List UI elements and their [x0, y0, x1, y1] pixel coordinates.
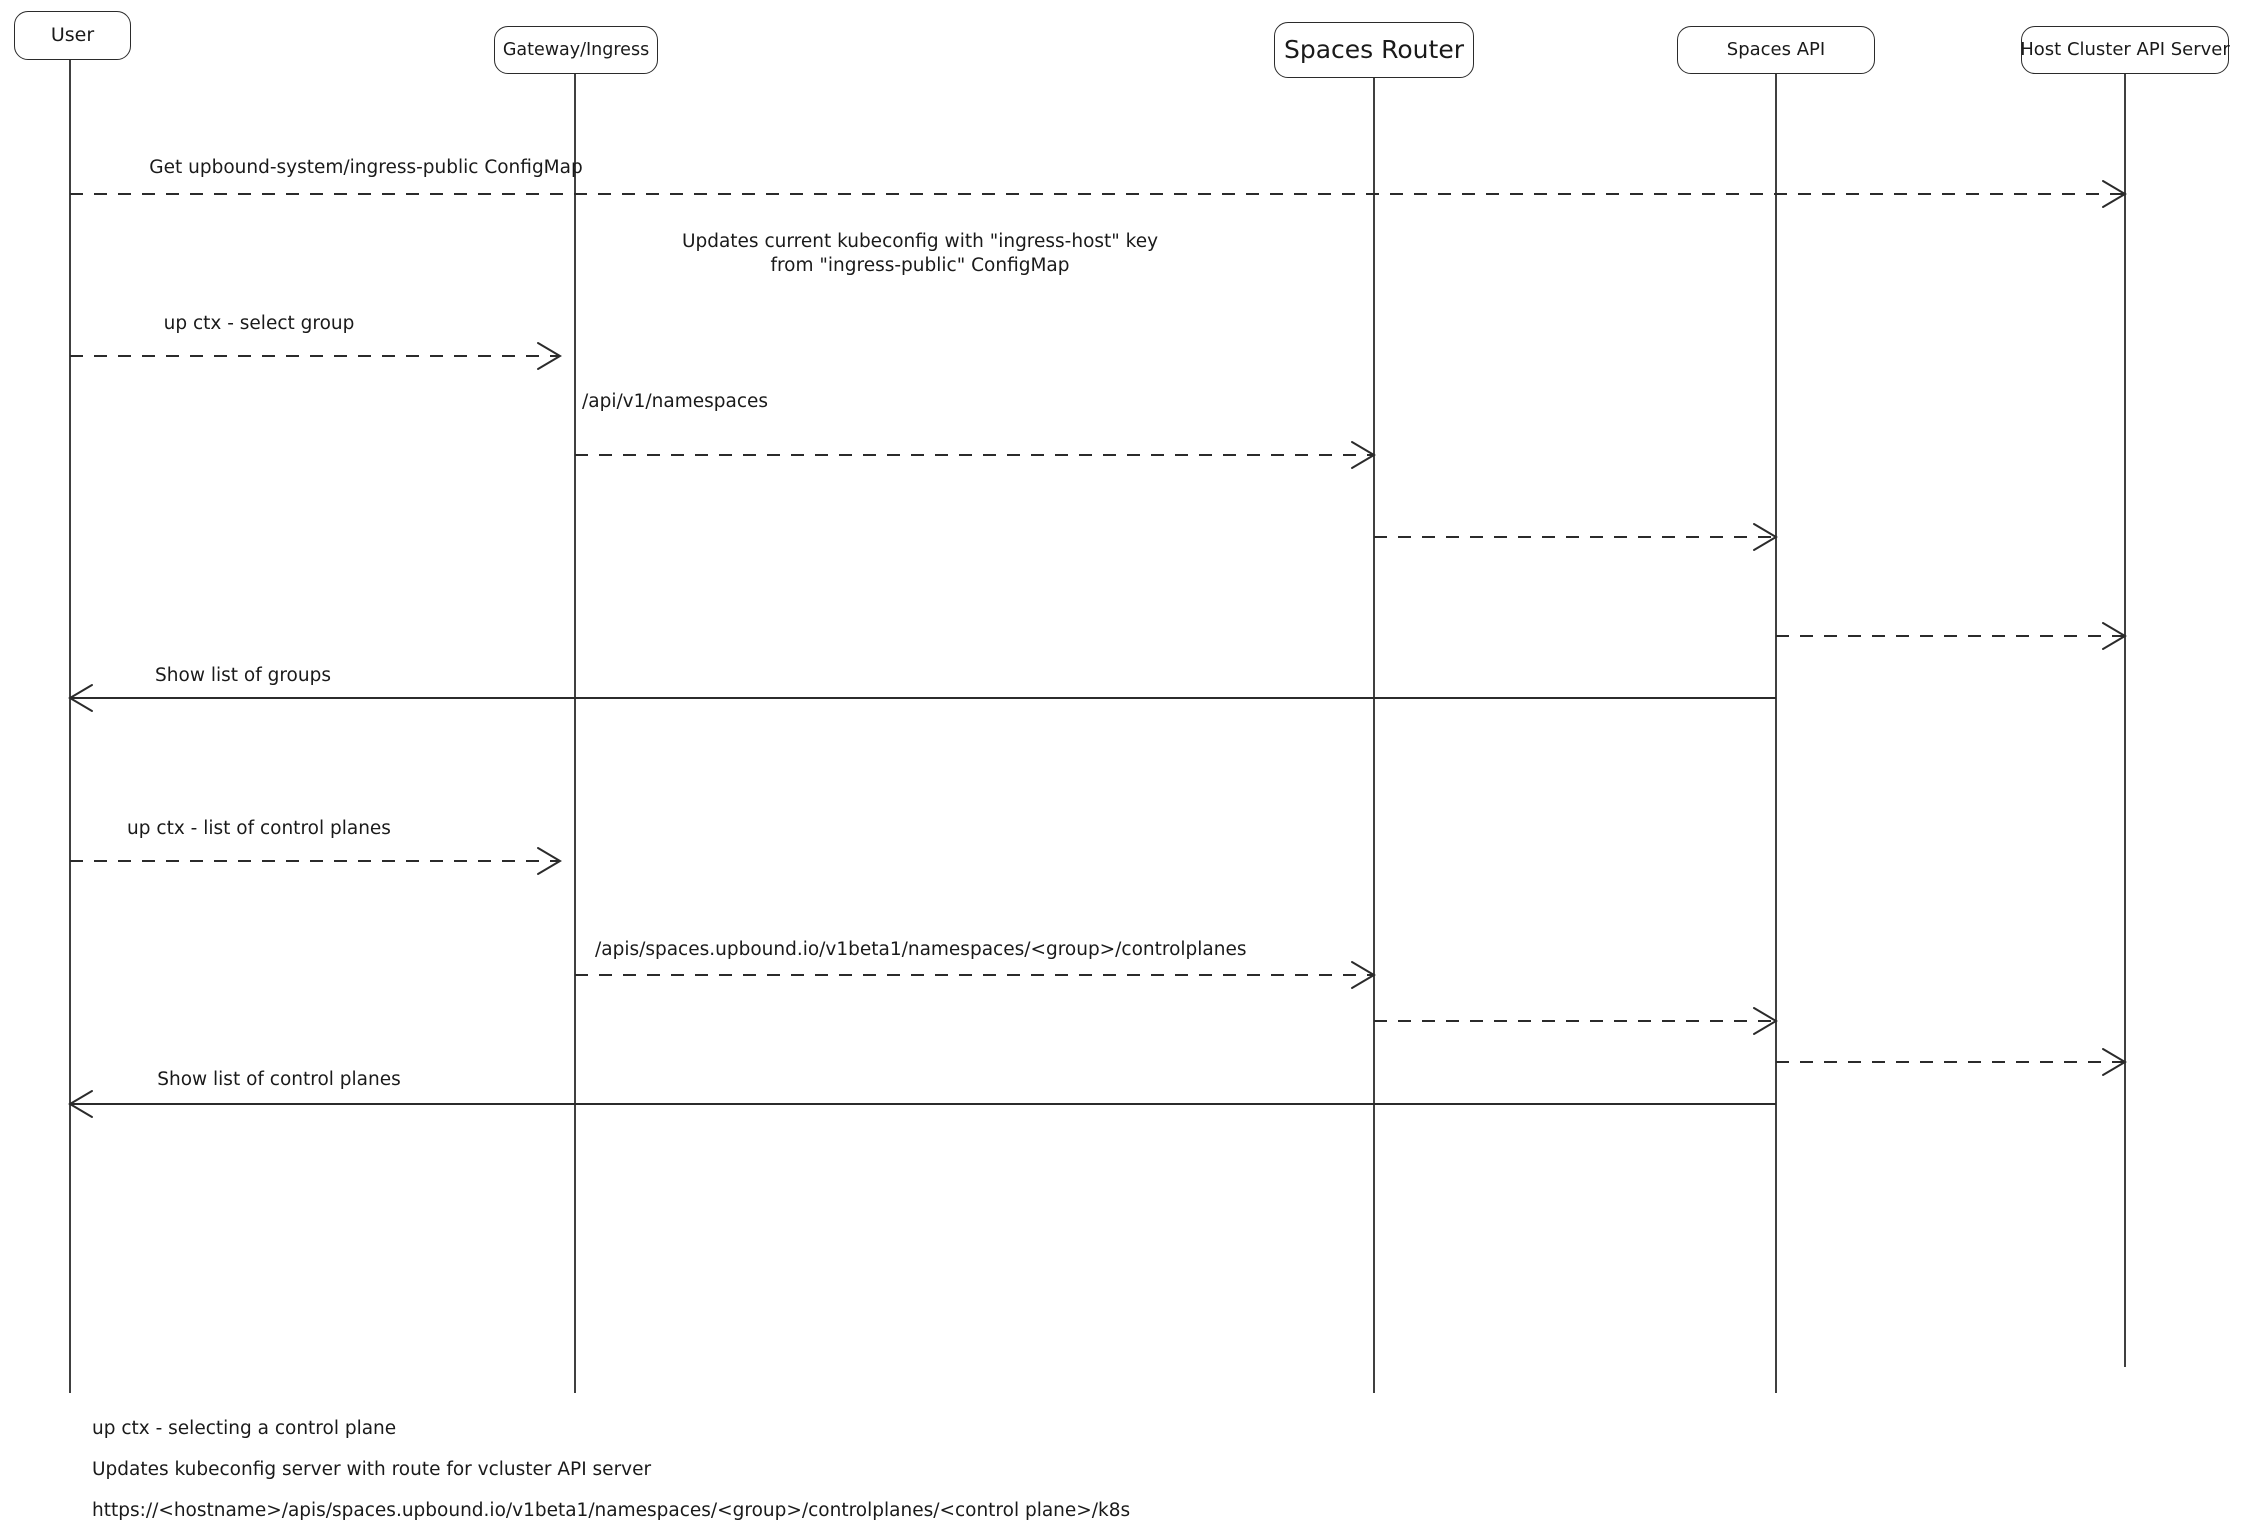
arrowhead-m6 [68, 684, 93, 712]
message-m1 [70, 180, 2127, 208]
arrowhead-m2 [537, 342, 562, 370]
message-label-m2: up ctx - select group [163, 313, 355, 334]
arrowhead-m11 [68, 1090, 93, 1118]
actor-label-user: User [50, 23, 95, 46]
arrowhead-m7 [537, 847, 562, 875]
arrowhead-m3 [1351, 441, 1376, 469]
message-m4 [1374, 523, 1778, 551]
actor-label-hostapi: Host Cluster API Server [2020, 38, 2230, 60]
actor-box-hostapi[interactable]: Host Cluster API Server [2020, 26, 2230, 74]
arrowhead-m4 [1753, 523, 1778, 551]
actor-label-gateway: Gateway/Ingress [502, 39, 650, 60]
arrowhead-m5 [2102, 622, 2127, 650]
actor-box-user[interactable]: User [14, 11, 131, 60]
message-label-m8: /apis/spaces.upbound.io/v1beta1/namespac… [595, 939, 1247, 960]
actor-box-router[interactable]: Spaces Router [1274, 22, 1474, 78]
arrowhead-m10 [2102, 1048, 2127, 1076]
footer-note-n3: https://<hostname>/apis/spaces.upbound.i… [92, 1500, 1131, 1521]
note-note1: Updates current kubeconfig with "ingress… [681, 231, 1159, 277]
message-label-m1: Get upbound-system/ingress-public Config… [149, 157, 583, 178]
actor-label-router: Spaces Router [1283, 34, 1464, 64]
message-label-m7: up ctx - list of control planes [127, 818, 391, 839]
message-m5 [1776, 622, 2127, 650]
actor-box-gateway[interactable]: Gateway/Ingress [494, 26, 658, 74]
message-m9 [1374, 1007, 1778, 1035]
message-m11 [68, 1090, 1776, 1118]
arrowhead-m1 [2102, 180, 2127, 208]
actor-label-spacesapi: Spaces API [1726, 38, 1826, 60]
message-m8 [575, 961, 1376, 989]
message-label-m3: /api/v1/namespaces [582, 391, 769, 412]
message-m10 [1776, 1048, 2127, 1076]
arrowhead-m9 [1753, 1007, 1778, 1035]
message-m7 [70, 847, 562, 875]
message-label-m11: Show list of control planes [157, 1069, 401, 1090]
actor-box-spacesapi[interactable]: Spaces API [1677, 26, 1875, 74]
message-m3 [575, 441, 1376, 469]
message-label-m6: Show list of groups [155, 665, 331, 686]
footer-note-n1: up ctx - selecting a control plane [92, 1418, 397, 1439]
message-m2 [70, 342, 562, 370]
message-m6 [68, 684, 1776, 712]
footer-note-n2: Updates kubeconfig server with route for… [92, 1459, 652, 1480]
arrowhead-m8 [1351, 961, 1376, 989]
